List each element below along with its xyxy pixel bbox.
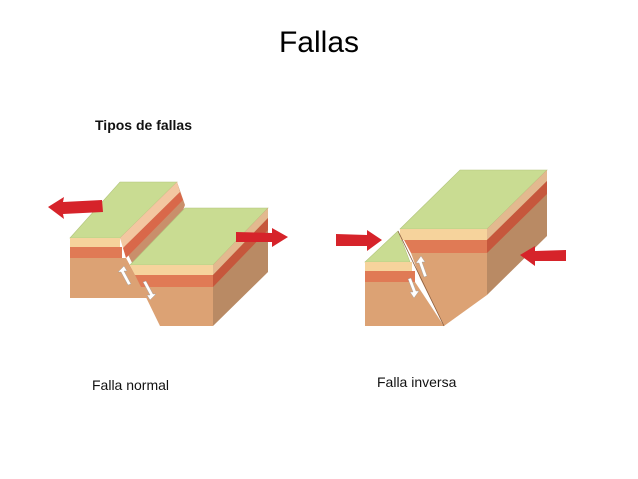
normal-fault-diagram	[48, 181, 288, 326]
normal-left-extension-arrow	[48, 197, 103, 219]
reverse-right-layer-cream	[400, 229, 487, 240]
reverse-slip-arrows	[407, 255, 428, 299]
normal-down-arrow	[142, 280, 157, 301]
reverse-right-block	[397, 169, 548, 327]
normal-right-front-body	[141, 287, 213, 326]
normal-left-layer-cream	[70, 238, 120, 247]
reverse-right-compression-arrow	[520, 246, 566, 266]
reverse-up-arrow	[415, 255, 428, 278]
caption-normal-fault: Falla normal	[92, 377, 170, 393]
reverse-left-front-body	[365, 282, 444, 326]
reverse-right-front-body	[411, 253, 487, 326]
reverse-left-block	[364, 230, 444, 326]
normal-slip-arrows	[117, 265, 157, 301]
normal-left-block	[69, 181, 185, 300]
normal-right-layer-cream	[130, 265, 213, 275]
reverse-fault-diagram	[336, 169, 566, 327]
reverse-down-arrow	[407, 277, 420, 299]
section-subtitle: Tipos de fallas	[95, 117, 192, 133]
normal-right-layer-red	[135, 275, 213, 287]
reverse-right-layer-red	[404, 240, 487, 253]
normal-left-layer-red	[70, 247, 122, 258]
normal-up-arrow	[117, 265, 132, 286]
reverse-left-compression-arrow	[336, 230, 382, 251]
reverse-left-layer-red	[365, 271, 415, 282]
caption-reverse-fault: Falla inversa	[377, 374, 457, 390]
normal-left-front-body	[70, 258, 148, 298]
normal-right-extension-arrow	[236, 228, 288, 247]
slide-title: Fallas	[278, 26, 360, 59]
reverse-left-layer-cream	[365, 262, 412, 271]
